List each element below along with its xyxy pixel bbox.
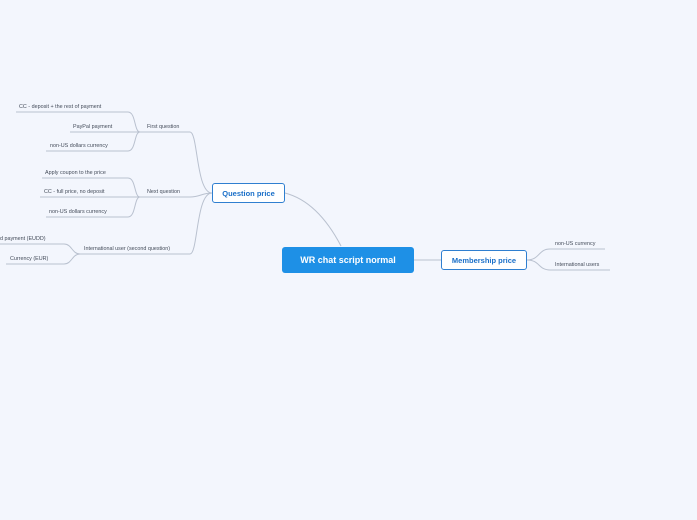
topic-apply-coupon[interactable]: Apply coupon to the price xyxy=(45,170,106,176)
topic-next-question[interactable]: Next question xyxy=(147,189,180,195)
topic-currency-eur[interactable]: Currency (EUR) xyxy=(10,256,49,262)
topic-non-us-dollars-2[interactable]: non-US dollars currency xyxy=(49,209,107,215)
link-nq-coupon xyxy=(42,177,141,198)
topic-international-user[interactable]: International user (second question) xyxy=(84,246,171,252)
branch-question-price-label: Question price xyxy=(222,188,275,198)
root-topic-label: WR chat script normal xyxy=(300,255,396,265)
link-iu-payment xyxy=(0,243,81,255)
link-fq-cc-deposit xyxy=(16,111,141,133)
topic-payment-eudd[interactable]: d payment (EUDD) xyxy=(0,236,46,242)
topic-international-users[interactable]: International users xyxy=(555,262,600,268)
link-qp-first-question xyxy=(140,131,213,194)
link-qp-next-question xyxy=(140,192,213,198)
root-topic[interactable]: WR chat script normal xyxy=(282,247,414,273)
topic-first-question[interactable]: First question xyxy=(147,124,180,130)
branch-question-price[interactable]: Question price xyxy=(212,183,285,203)
branch-membership-price[interactable]: Membership price xyxy=(441,250,527,270)
link-qp-international-user xyxy=(80,192,213,255)
link-nq-non-us xyxy=(46,196,141,218)
branch-membership-price-label: Membership price xyxy=(451,255,517,265)
topic-cc-full-price[interactable]: CC - full price, no deposit xyxy=(44,189,105,195)
link-root-question-price xyxy=(284,192,342,247)
link-fq-non-us xyxy=(46,131,141,152)
link-mp-international xyxy=(526,259,610,271)
topic-paypal-payment[interactable]: PayPal payment xyxy=(73,124,113,130)
link-iu-currency xyxy=(6,253,81,265)
topic-cc-deposit[interactable]: CC - deposit + the rest of payment xyxy=(19,104,102,110)
topic-non-us-dollars-1[interactable]: non-US dollars currency xyxy=(50,143,108,149)
link-mp-non-us xyxy=(526,248,605,261)
topic-non-us-currency[interactable]: non-US currency xyxy=(555,241,596,247)
